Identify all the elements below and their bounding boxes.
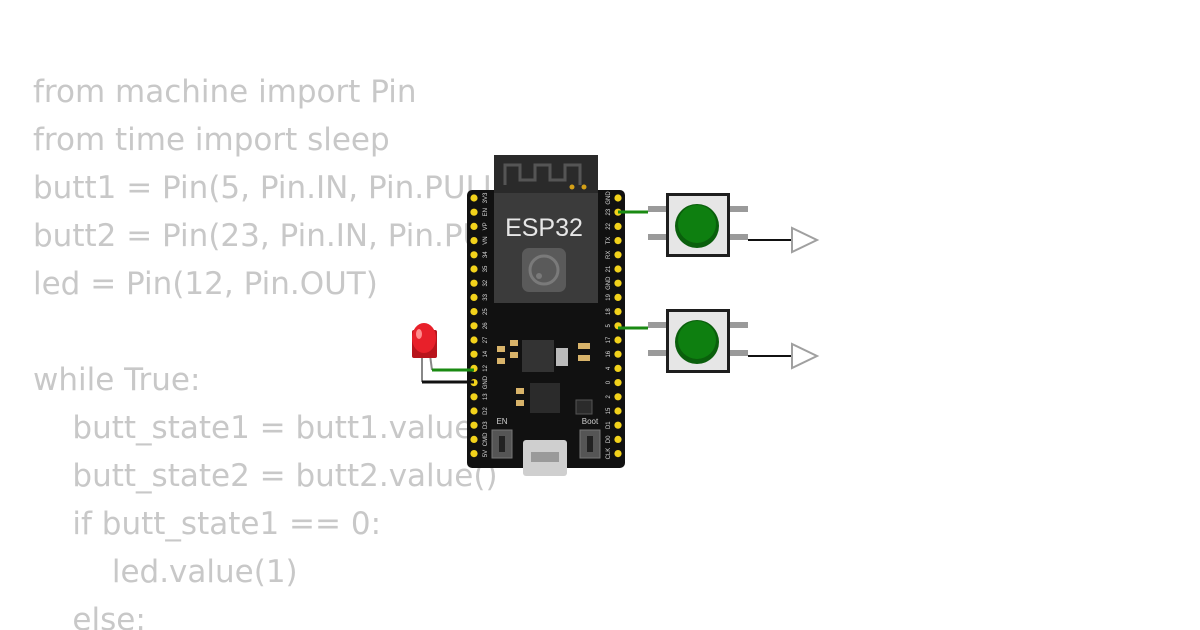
pin-label: 22 <box>606 222 612 229</box>
pin-label: 15 <box>606 407 612 414</box>
pin-label: RX <box>606 251 612 259</box>
pin-pad[interactable] <box>614 336 622 344</box>
pin-pad[interactable] <box>614 222 622 230</box>
pin-pad[interactable] <box>470 336 478 344</box>
pin-pad[interactable] <box>470 450 478 458</box>
pin-pad[interactable] <box>614 350 622 358</box>
pin-label: 34 <box>483 251 489 258</box>
code-line: led.value(1) <box>33 554 298 590</box>
code-line: butt_state2 = butt2.value() <box>33 458 498 494</box>
pushbutton-2[interactable] <box>648 309 748 373</box>
voltage-regulator <box>522 340 554 372</box>
pin-label: GND <box>606 276 612 290</box>
pin-pad[interactable] <box>614 435 622 443</box>
code-line: from machine import Pin <box>33 74 417 110</box>
usb-chip <box>530 383 560 413</box>
pin-pad[interactable] <box>614 308 622 316</box>
pin-pad[interactable] <box>614 293 622 301</box>
code-line: butt_state1 = butt1.value() <box>33 410 498 446</box>
ground-1-icon <box>791 226 820 254</box>
red-led[interactable] <box>412 323 437 382</box>
pin-label: 16 <box>606 350 612 357</box>
board-label: ESP32 <box>505 214 583 242</box>
pin-label: CMD <box>483 432 489 446</box>
pin-pad[interactable] <box>614 450 622 458</box>
pin-pad[interactable] <box>470 393 478 401</box>
pin-pad[interactable] <box>470 308 478 316</box>
pin-label: 13 <box>483 393 489 400</box>
pin-label: 26 <box>483 322 489 329</box>
pin-label: 17 <box>606 336 612 343</box>
pin-pad[interactable] <box>470 293 478 301</box>
pin-label: EN <box>483 208 489 216</box>
pin-label: 19 <box>606 293 612 300</box>
pin-label: CLK <box>606 448 612 460</box>
pin-pad[interactable] <box>470 407 478 415</box>
pin-pad[interactable] <box>614 364 622 372</box>
pin-label: 3V3 <box>483 192 489 203</box>
pin-label: VP <box>483 222 489 230</box>
pin-label: 14 <box>483 350 489 357</box>
pin-label: 12 <box>483 364 489 371</box>
pin-label: 4 <box>606 366 612 370</box>
pin-pad[interactable] <box>614 194 622 202</box>
pin-pad[interactable] <box>614 279 622 287</box>
pin-label: 33 <box>483 293 489 300</box>
pin-pad[interactable] <box>470 222 478 230</box>
pin-label: 5V <box>483 450 489 457</box>
pin-label: 25 <box>483 308 489 315</box>
pin-pad[interactable] <box>614 393 622 401</box>
antenna-trace <box>503 163 582 185</box>
code-line: while True: <box>33 362 201 398</box>
code-line: from time import sleep <box>33 122 390 158</box>
pin-pad[interactable] <box>470 435 478 443</box>
pin-label: D3 <box>483 421 489 429</box>
pin-pad[interactable] <box>470 421 478 429</box>
pin-label: GND <box>606 191 612 205</box>
pin-pad[interactable] <box>470 350 478 358</box>
pin-pad[interactable] <box>470 208 478 216</box>
code-line: else: <box>33 602 146 630</box>
pin-label: GND <box>483 375 489 389</box>
boot-label: Boot <box>582 417 599 426</box>
pin-label: 27 <box>483 336 489 343</box>
code-line: led = Pin(12, Pin.OUT) <box>33 266 378 302</box>
esp32-board[interactable]: ESP32 EN Boot 3V3ENVPVN34353233252627141… <box>467 155 625 476</box>
pin-pad[interactable] <box>614 421 622 429</box>
pin-label: 0 <box>606 380 612 384</box>
code-line: if butt_state1 == 0: <box>33 506 382 542</box>
pin-pad[interactable] <box>470 194 478 202</box>
pin-label: 23 <box>606 208 612 215</box>
pin-pad[interactable] <box>614 407 622 415</box>
pin-label: D2 <box>483 407 489 415</box>
pin-pad[interactable] <box>470 279 478 287</box>
pin-label: TX <box>606 237 612 245</box>
pin-pad[interactable] <box>614 251 622 259</box>
pin-pad[interactable] <box>614 379 622 387</box>
pin-label: 21 <box>606 265 612 272</box>
pin-label: D0 <box>606 435 612 443</box>
en-label: EN <box>496 417 507 426</box>
pushbutton-1[interactable] <box>648 193 748 257</box>
pin-pad[interactable] <box>470 237 478 245</box>
pin-label: 35 <box>483 265 489 272</box>
pin-pad[interactable] <box>470 265 478 273</box>
pin-label: 18 <box>606 308 612 315</box>
pin-pad[interactable] <box>614 237 622 245</box>
espressif-logo-icon <box>522 248 566 292</box>
pin-label: D1 <box>606 421 612 429</box>
pin-label: 5 <box>606 323 612 327</box>
pin-pad[interactable] <box>614 265 622 273</box>
pin-label: VN <box>483 236 489 244</box>
pin-label: 2 <box>606 394 612 398</box>
pin-pad[interactable] <box>470 251 478 259</box>
pin-label: 32 <box>483 279 489 286</box>
pin-pad[interactable] <box>470 322 478 330</box>
ground-2-icon <box>791 342 820 370</box>
